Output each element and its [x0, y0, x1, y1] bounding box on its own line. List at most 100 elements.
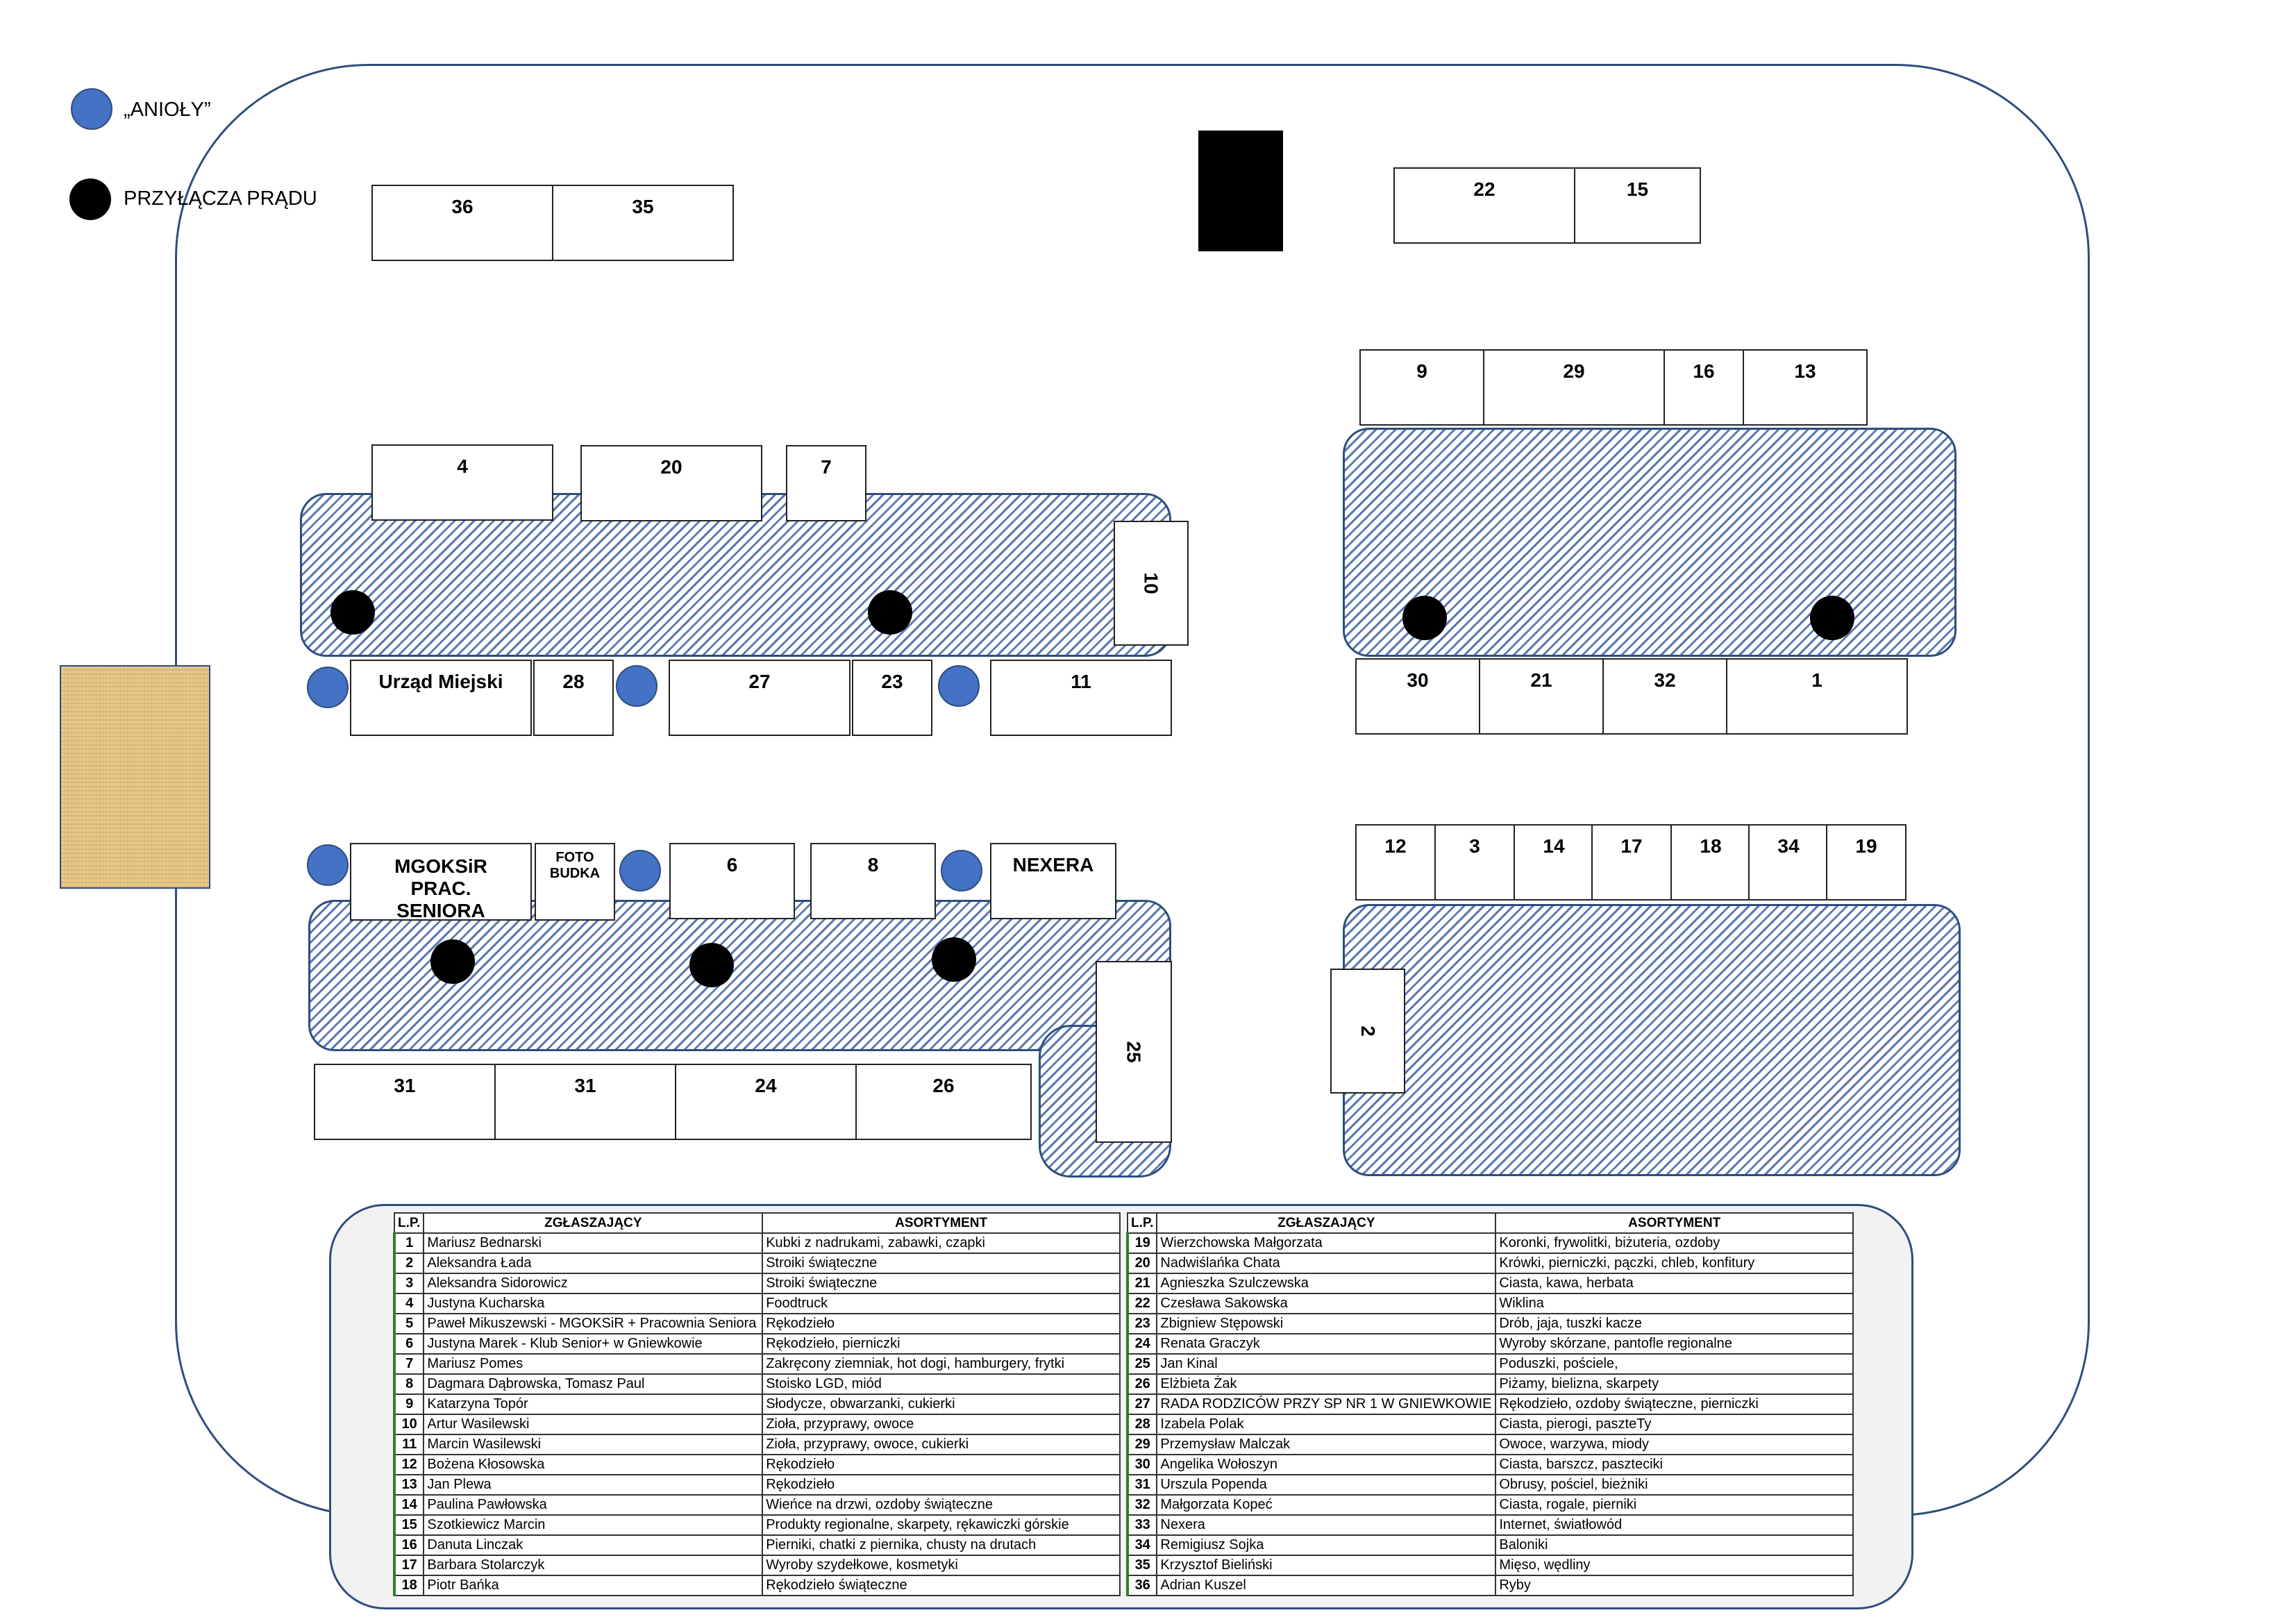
stall-31-b: 31: [494, 1064, 676, 1140]
header-lp: L.P.: [1126, 1212, 1158, 1234]
stall-13: 13: [1743, 349, 1868, 426]
stall-35: 35: [552, 185, 734, 261]
power-legend-marker: [69, 178, 111, 220]
stall-15: 15: [1574, 167, 1701, 244]
cell-applicant: Wierzchowska Małgorzata: [1156, 1232, 1497, 1254]
cell-applicant: Paweł Mikuszewski - MGOKSiR + Pracownia …: [423, 1313, 764, 1334]
cell-applicant: Marcin Wasilewski: [423, 1434, 764, 1455]
cell-assortment: Wiklina: [1495, 1293, 1854, 1314]
cell-assortment: Ciasta, pierogi, paszteTy: [1495, 1414, 1854, 1435]
cell-lp: 32: [1125, 1494, 1158, 1516]
cell-applicant: Przemysław Malczak: [1156, 1434, 1497, 1455]
cell-assortment: Ciasta, kawa, herbata: [1495, 1273, 1854, 1294]
cell-lp: 17: [392, 1555, 425, 1576]
cell-applicant: Adrian Kuszel: [1156, 1575, 1497, 1596]
cell-applicant: Remigiusz Sojka: [1156, 1534, 1497, 1556]
cell-lp: 8: [392, 1373, 425, 1395]
stall-2-label: 2: [1357, 1026, 1380, 1037]
cell-lp: 4: [392, 1293, 425, 1314]
cell-applicant: Szotkiewicz Marcin: [423, 1514, 764, 1536]
cell-applicant: Piotr Bańka: [423, 1575, 764, 1596]
cell-lp: 16: [392, 1534, 425, 1556]
stall-25-label: 25: [1123, 1041, 1146, 1063]
stall-6: 6: [669, 843, 795, 919]
angels-legend-marker: [71, 88, 112, 130]
cell-lp: 19: [1125, 1232, 1158, 1254]
cell-applicant: Barbara Stolarczyk: [423, 1555, 764, 1576]
cell-assortment: Foodtruck: [762, 1293, 1121, 1314]
angel-marker: [616, 665, 657, 707]
stall-urzad-miejski: Urząd Miejski: [350, 660, 532, 736]
power-connection-marker: [430, 939, 475, 984]
stall-12: 12: [1355, 824, 1436, 901]
cell-applicant: Jan Kinal: [1156, 1353, 1497, 1375]
header-applicant: ZGŁASZAJĄCY: [423, 1212, 764, 1234]
stall-21: 21: [1479, 658, 1604, 735]
cell-lp: 27: [1125, 1393, 1158, 1415]
stall-17: 17: [1591, 824, 1672, 901]
cell-applicant: Bożena Kłosowska: [423, 1454, 764, 1475]
power-connection-marker: [1402, 596, 1447, 640]
stall-28: 28: [533, 660, 614, 736]
stall-36: 36: [371, 185, 553, 261]
power-connection-marker: [868, 590, 912, 635]
cell-assortment: Ciasta, barszcz, paszteciki: [1495, 1454, 1854, 1475]
cell-lp: 10: [392, 1414, 425, 1435]
cell-lp: 36: [1125, 1575, 1158, 1596]
stall-32: 32: [1602, 658, 1727, 735]
cell-lp: 21: [1125, 1273, 1158, 1294]
cell-assortment: Rękodzieło, pierniczki: [762, 1333, 1121, 1355]
cell-applicant: Urszula Popenda: [1156, 1474, 1497, 1496]
stall-16: 16: [1664, 349, 1744, 426]
cell-lp: 33: [1125, 1514, 1158, 1536]
cell-lp: 35: [1125, 1555, 1158, 1576]
cell-applicant: Artur Wasilewski: [423, 1414, 764, 1435]
cell-assortment: Krówki, pierniczki, pączki, chleb, konfi…: [1495, 1253, 1854, 1274]
cell-assortment: Kubki z nadrukami, zabawki, czapki: [762, 1232, 1121, 1254]
stall-2: 2: [1330, 969, 1405, 1094]
cell-assortment: Koronki, frywolitki, biżuteria, ozdoby: [1495, 1232, 1854, 1254]
cell-lp: 24: [1125, 1333, 1158, 1355]
stall-19: 19: [1826, 824, 1907, 901]
stall-26: 26: [855, 1064, 1032, 1140]
stall-mgoksir-prac-seniora: MGOKSiR PRAC. SENIORA: [350, 843, 532, 921]
stall-24: 24: [675, 1064, 857, 1140]
stall-18: 18: [1670, 824, 1751, 901]
stall-23: 23: [852, 660, 932, 736]
cell-lp: 28: [1125, 1414, 1158, 1435]
cell-applicant: Mariusz Bednarski: [423, 1232, 764, 1254]
header-assortment: ASORTYMENT: [762, 1212, 1121, 1234]
cell-applicant: Justyna Kucharska: [423, 1293, 764, 1314]
stall-31-a: 31: [314, 1064, 496, 1140]
stall-22: 22: [1393, 167, 1575, 244]
cell-assortment: Zioła, przyprawy, owoce, cukierki: [762, 1434, 1121, 1455]
cell-applicant: Małgorzata Kopeć: [1156, 1494, 1497, 1516]
cell-assortment: Rękodzieło, ozdoby świąteczne, pierniczk…: [1495, 1393, 1854, 1415]
cell-assortment: Ciasta, rogale, pierniki: [1495, 1494, 1854, 1516]
cell-lp: 22: [1125, 1293, 1158, 1314]
cell-applicant: Nadwiślańka Chata: [1156, 1253, 1497, 1274]
cell-applicant: Aleksandra Łada: [423, 1253, 764, 1274]
cell-assortment: Stoisko LGD, miód: [762, 1373, 1121, 1395]
cell-assortment: Ryby: [1495, 1575, 1854, 1596]
stall-27: 27: [669, 660, 850, 736]
stall-25: 25: [1096, 961, 1172, 1143]
cell-lp: 2: [392, 1253, 425, 1274]
cell-lp: 13: [392, 1474, 425, 1496]
cell-lp: 20: [1125, 1253, 1158, 1274]
